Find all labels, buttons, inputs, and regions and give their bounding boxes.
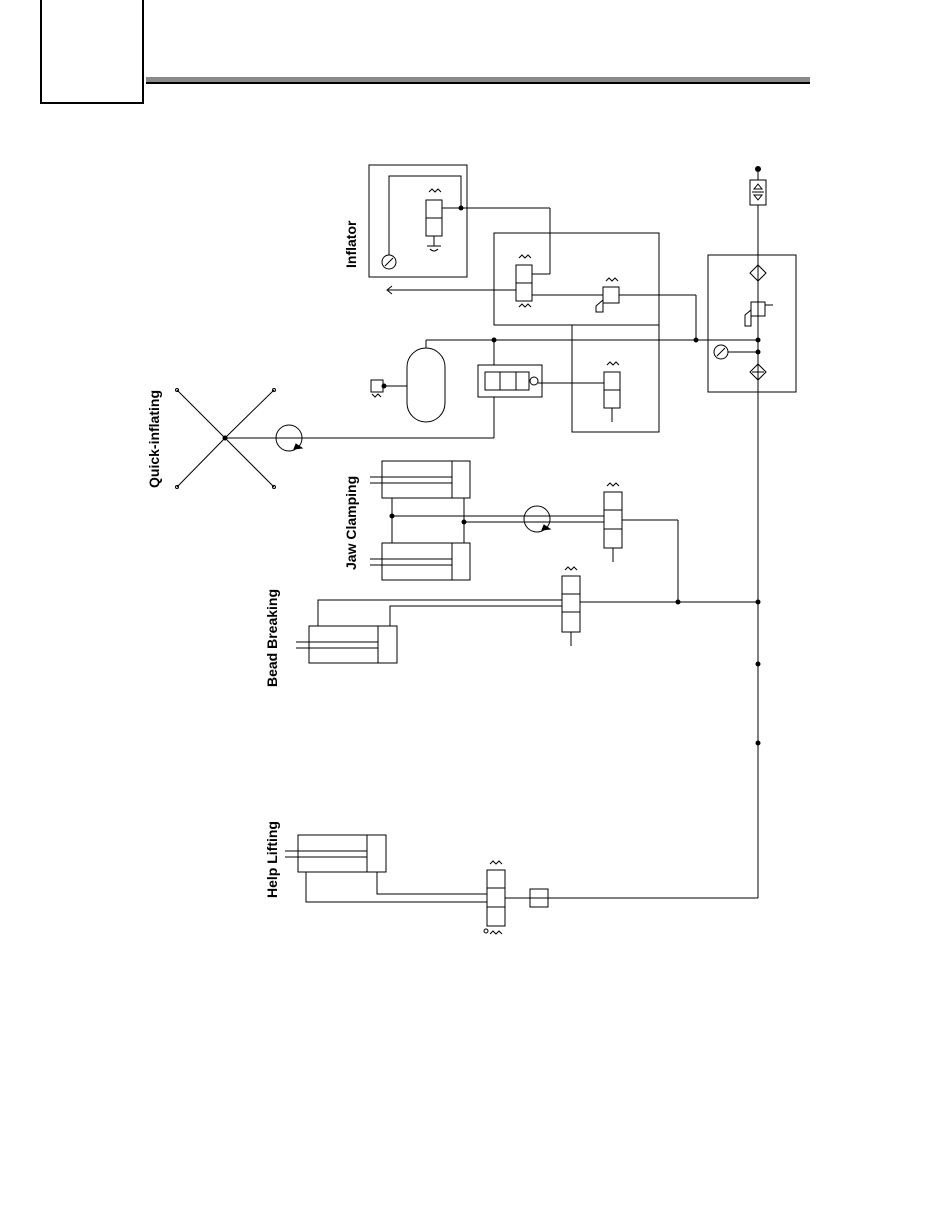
inflator-valve-box [387,208,758,342]
bead-breaking-valve [562,567,758,646]
label-quick-inflating: Quick-inflating [146,390,162,488]
help-lifting-valve [484,861,548,934]
label-bead-breaking: Bead Breaking [264,589,280,687]
jaw-clamping-cylinders [370,461,604,580]
label-inflator: Inflator [343,221,359,268]
bead-breaking-cylinder [296,600,562,663]
label-help-lifting: Help Lifting [264,821,280,898]
jaw-clamping-valve [604,483,678,602]
frl-unit [708,255,796,392]
label-jaw-clamping: Jaw Clamping [343,476,359,570]
air-inlet-connector [750,167,766,206]
inflator-gauge-box [369,165,550,277]
air-tank [371,340,445,422]
main-supply-line [548,205,760,898]
help-lifting-cylinder [285,835,487,902]
quick-inflate-valve-box [538,325,659,432]
